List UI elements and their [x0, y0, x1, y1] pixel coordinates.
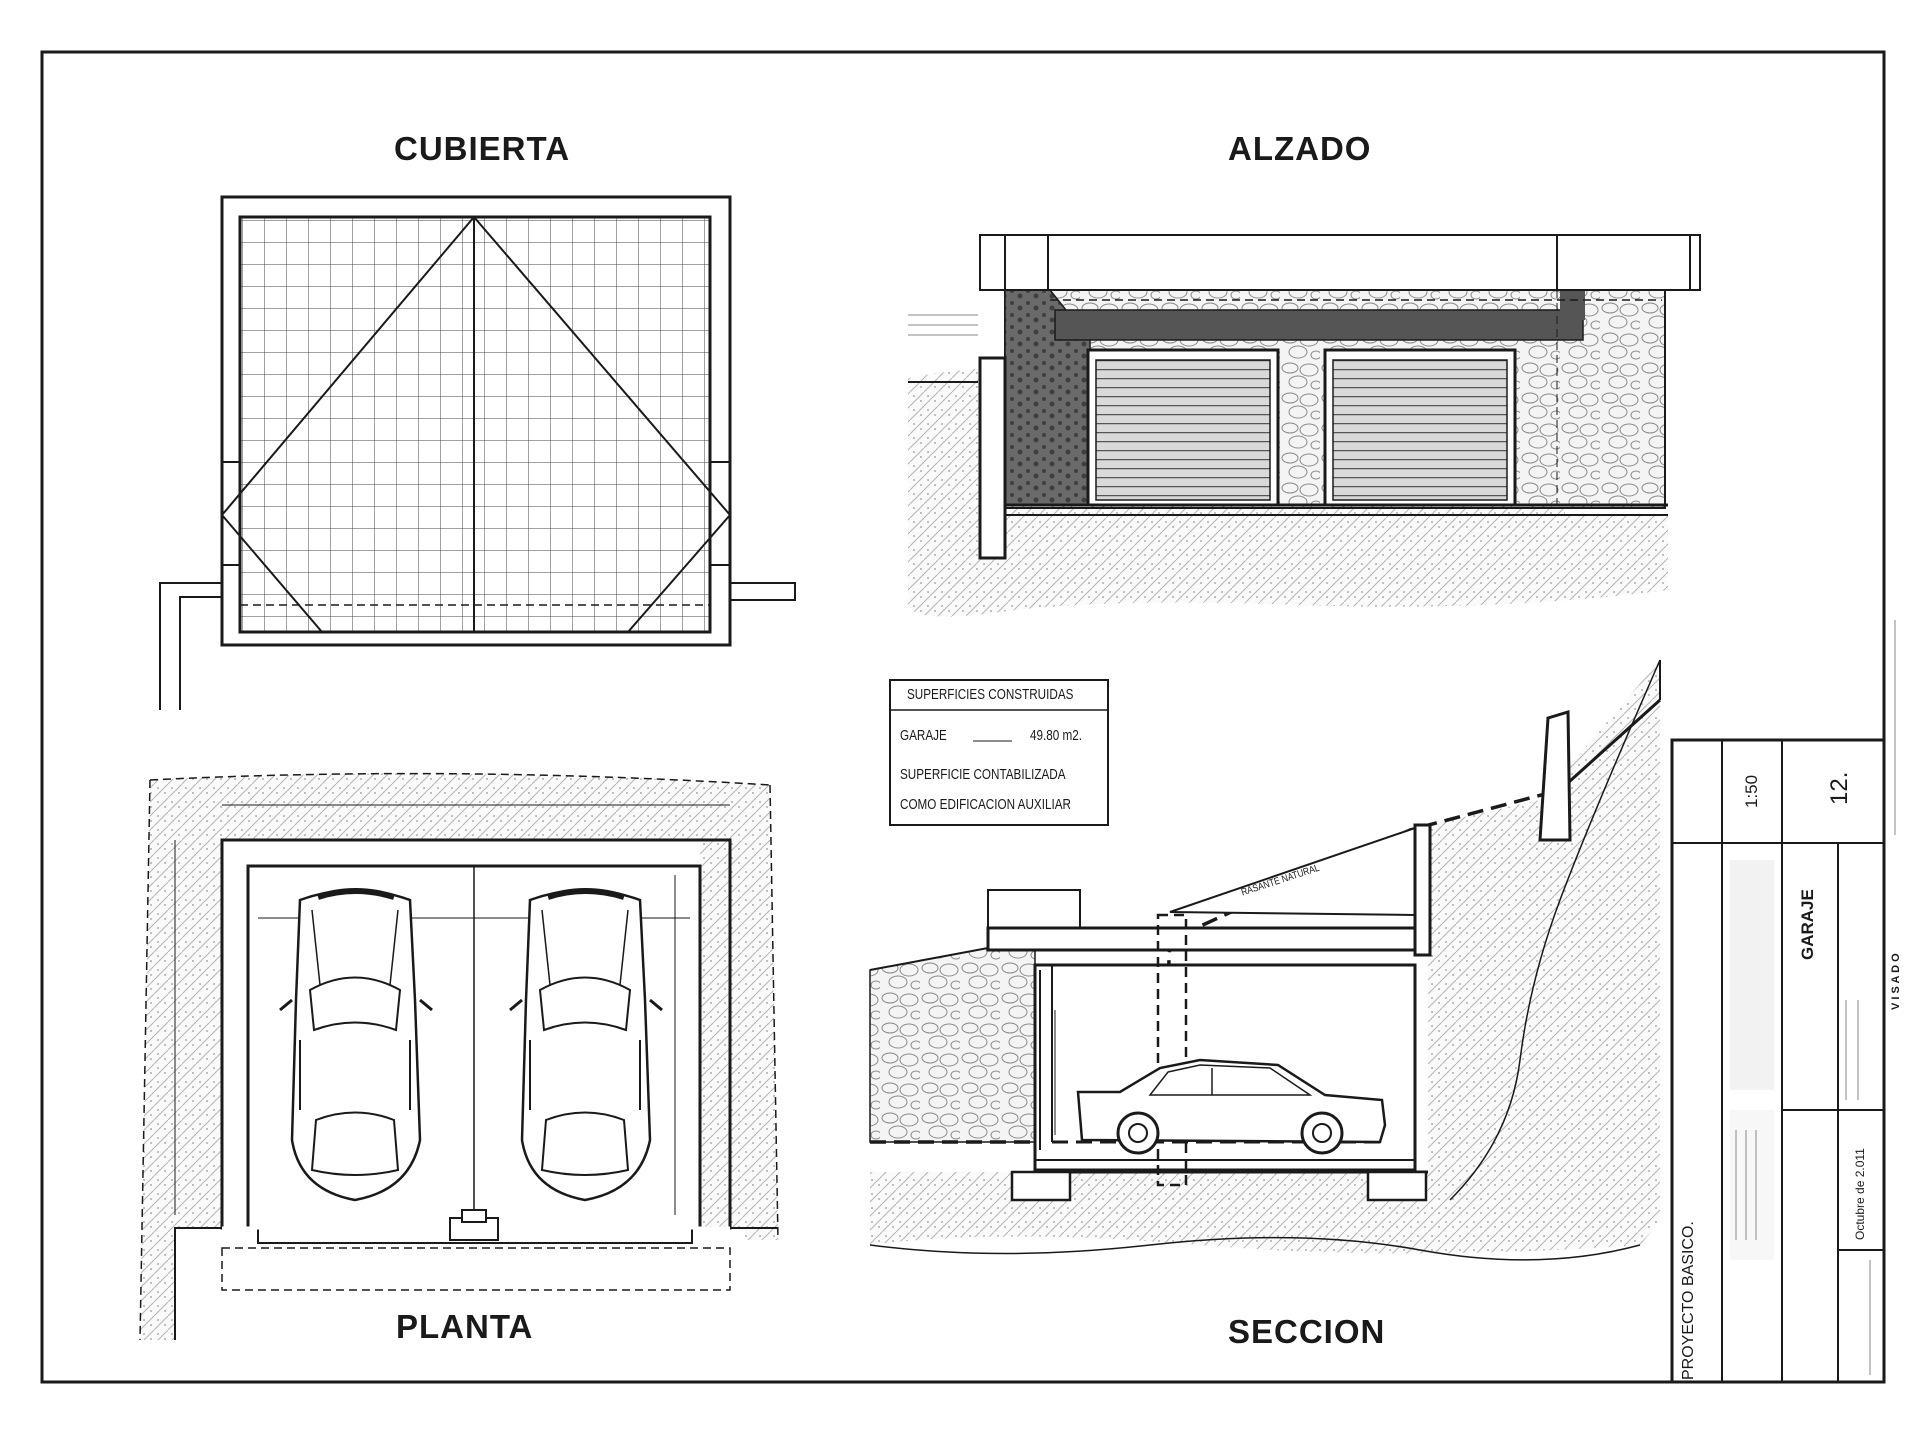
surfaces-header: SUPERFICIES CONSTRUIDAS	[907, 686, 1074, 703]
alzado-elevation	[907, 234, 1701, 617]
planta-floor-plan	[139, 772, 779, 1341]
cubierta-plan	[159, 195, 796, 710]
garage-door-left	[1086, 348, 1280, 507]
surfaces-note-line2: COMO EDIFICACION AUXILIAR	[900, 796, 1071, 813]
surfaces-note-line1: SUPERFICIE CONTABILIZADA	[900, 766, 1066, 783]
title-block-escala: 1:50	[1742, 774, 1761, 808]
title-alzado: ALZADO	[1228, 130, 1372, 167]
title-block-fecha: Octubre de 2.011	[1853, 1148, 1867, 1240]
title-block-visado: V I S A D O	[1890, 953, 1902, 1010]
title-block-proyecto: PROYECTO BASICO.	[1680, 1221, 1697, 1380]
car-side-view	[1076, 1058, 1387, 1155]
title-seccion: SECCION	[1228, 1313, 1386, 1350]
surfaces-garaje-value: 49.80 m2.	[1030, 727, 1083, 744]
surfaces-table-frame	[889, 679, 1109, 826]
garage-door-right	[1323, 348, 1517, 507]
car-plan-left	[279, 888, 433, 1202]
surfaces-garaje-label: GARAJE	[900, 727, 947, 744]
title-block-plano-nombre: GARAJE	[1798, 889, 1817, 960]
title-block-plano-numero: 12.	[1826, 771, 1853, 805]
seccion-section	[869, 659, 1662, 1261]
car-plan-right	[509, 888, 663, 1202]
title-block	[1670, 620, 1896, 1384]
title-planta: PLANTA	[396, 1308, 534, 1345]
title-cubierta: CUBIERTA	[394, 130, 571, 167]
